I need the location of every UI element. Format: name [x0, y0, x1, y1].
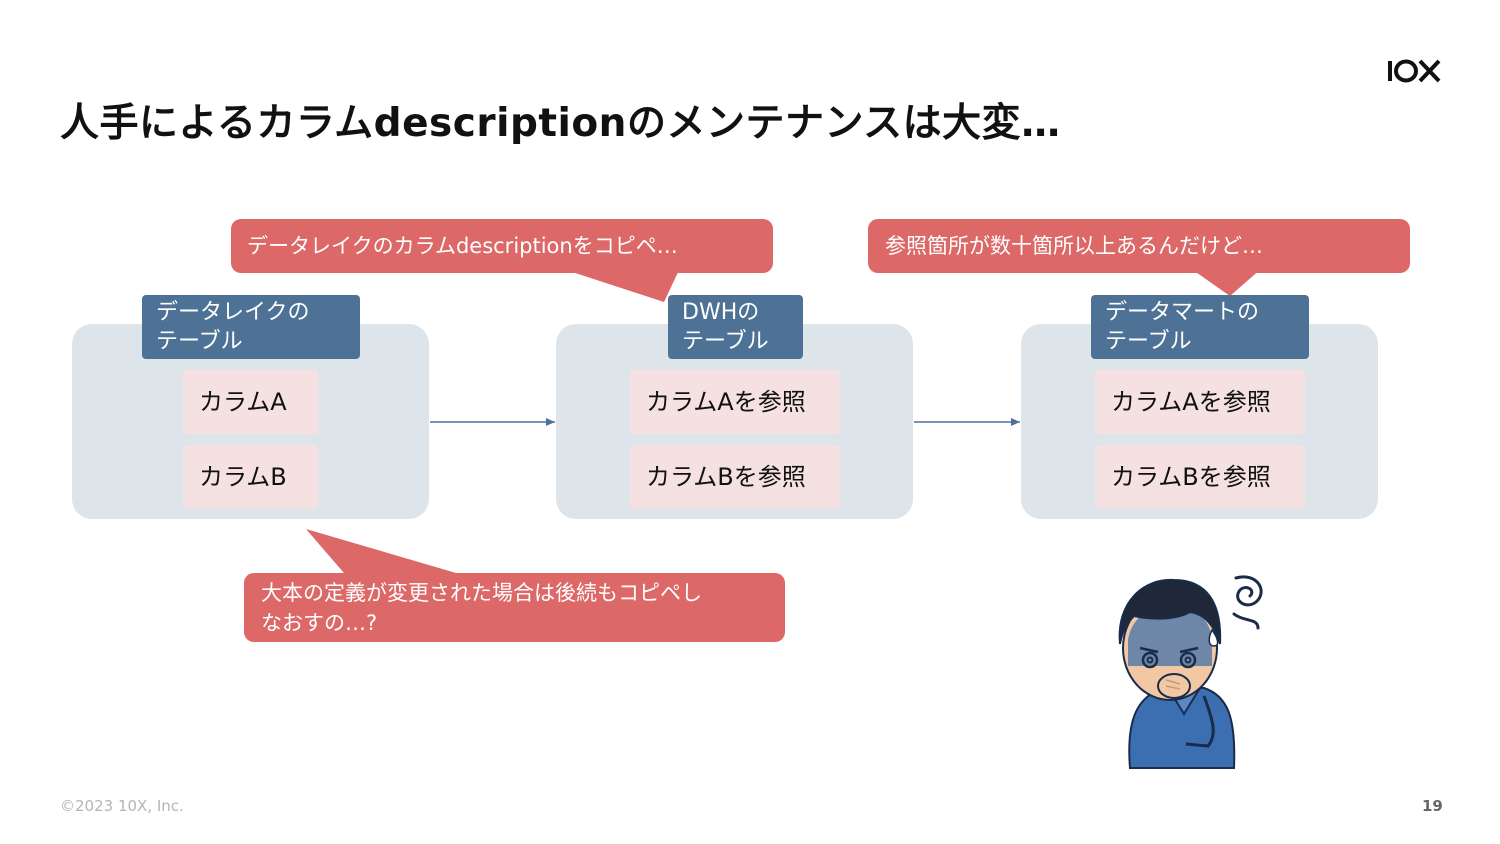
bubble-tail-copy-paste	[560, 268, 680, 302]
column-cell: カラムB	[183, 445, 318, 509]
column-cell: カラムBを参照	[630, 445, 840, 509]
column-cell: カラムAを参照	[1095, 370, 1305, 434]
bubble-tail-redo	[306, 529, 480, 580]
speech-bubble-many-refs: 参照箇所が数十箇所以上あるんだけど…	[868, 219, 1410, 273]
slide-title: 人手によるカラムdescriptionのメンテナンスは大変…	[60, 101, 1061, 146]
panel-tag-data-lake: データレイクの テーブル	[142, 295, 360, 359]
copyright-footer: ©2023 10X, Inc.	[60, 797, 184, 815]
column-cell: カラムA	[183, 370, 318, 434]
bubble-tail-many-refs	[1190, 268, 1262, 296]
panel-tag-dwh: DWHの テーブル	[668, 295, 803, 359]
column-cell: カラムBを参照	[1095, 445, 1305, 509]
page-number: 19	[1422, 797, 1443, 815]
column-cell: カラムAを参照	[630, 370, 840, 434]
speech-bubble-redo: 大本の定義が変更された場合は後続もコピペし なおすの…?	[244, 573, 785, 642]
speech-bubble-copy-paste: データレイクのカラムdescriptionをコピペ…	[231, 219, 773, 273]
confused-person-icon	[1118, 575, 1263, 769]
panel-tag-data-mart: データマートの テーブル	[1091, 295, 1309, 359]
company-logo	[1388, 59, 1441, 83]
